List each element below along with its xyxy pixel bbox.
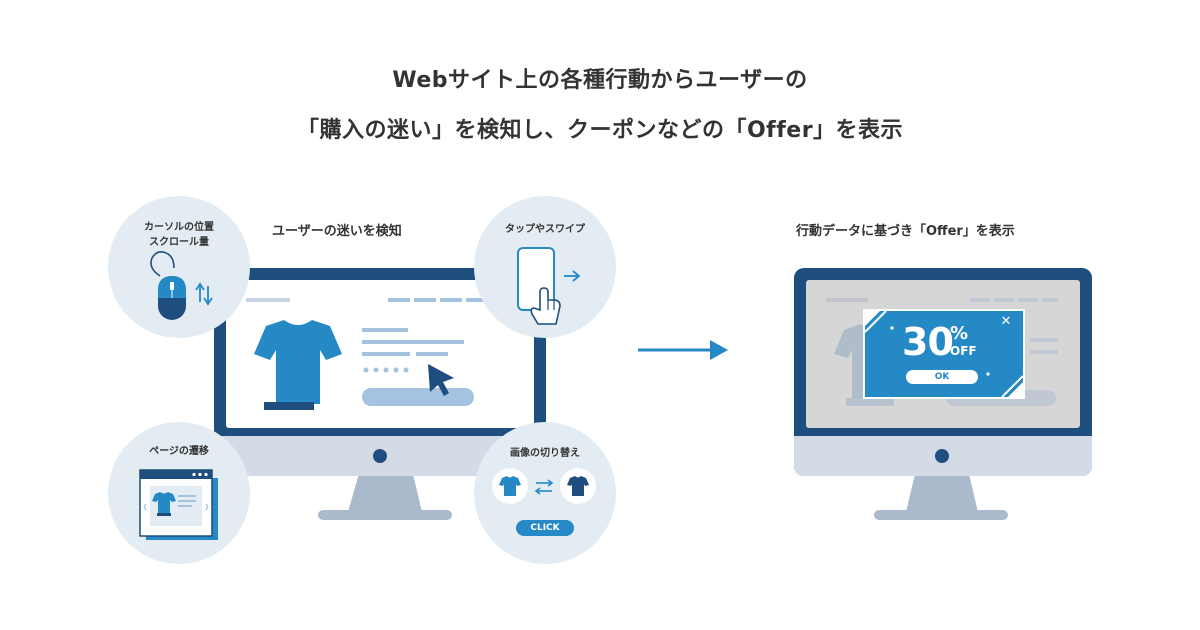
bubble-tap-label: タップやスワイプ	[505, 224, 585, 235]
bubble-page-label: ページの遷移	[149, 446, 209, 457]
left-monitor-stand	[340, 470, 430, 518]
offer-popup	[863, 309, 1025, 399]
headline-line-2: 「購入の迷い」を検知し、クーポンなどの「Offer」を表示	[296, 118, 904, 143]
smartphone-swipe-icon	[517, 247, 581, 325]
headline-line-1: Webサイト上の各種行動からユーザーの	[392, 68, 808, 93]
bubble-image-switch: 画像の切り替え CLICK	[474, 422, 616, 564]
cursor-arrow-icon	[428, 364, 454, 396]
left-monitor-power-dot	[373, 449, 387, 463]
tshirt-swap-icon	[492, 468, 596, 536]
browser-window-icon	[139, 469, 218, 540]
right-section-label: 行動データに基づき「Offer」を表示	[796, 224, 1015, 239]
mouse-icon	[150, 250, 186, 320]
offer-ok-button[interactable]: OK	[934, 372, 950, 382]
offer-off-label: OFF	[950, 344, 977, 358]
bubble-cursor-label-1: カーソルの位置	[144, 222, 214, 233]
click-button-shape	[516, 520, 574, 536]
offer-discount-value: 30	[902, 320, 954, 364]
click-button-label: CLICK	[530, 523, 560, 533]
offer-percent-sign: %	[950, 323, 969, 344]
offer-ok-button-shape	[906, 370, 978, 384]
bubble-page-transition: ページの遷移	[108, 422, 250, 564]
offer-close-icon[interactable]: ✕	[1000, 314, 1012, 329]
bubble-cursor-label-2: スクロール量	[149, 237, 209, 248]
product-tshirt-icon	[254, 320, 342, 410]
scroll-arrows-icon	[195, 282, 213, 306]
bubble-image-label: 画像の切り替え	[510, 448, 580, 459]
bubble-tap-swipe: タップやスワイプ	[474, 196, 616, 338]
bubble-cursor-scroll: カーソルの位置 スクロール量	[108, 196, 250, 338]
left-section-label: ユーザーの迷いを検知	[272, 224, 402, 239]
